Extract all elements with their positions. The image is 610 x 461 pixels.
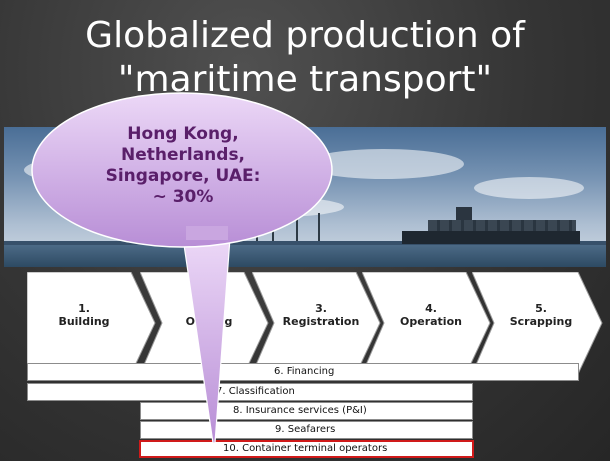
stage-scrapping: 5. Scrapping — [472, 272, 606, 374]
stage-number: 5. — [535, 302, 547, 315]
stage-number: 1. — [78, 302, 90, 315]
callout-line-1: Hong Kong, — [127, 124, 239, 144]
service-label: 9. Seafarers — [275, 424, 336, 435]
stage-label: Registration — [282, 315, 360, 328]
stage-label: Building — [58, 315, 110, 328]
slide-title: Globalized production of "maritime trans… — [0, 14, 610, 102]
stage-label: Operation — [400, 315, 462, 328]
stage-registration: 3. Registration — [252, 272, 382, 374]
title-line-1: Globalized production of — [85, 15, 525, 56]
ship-cargo — [428, 220, 576, 232]
callout-text: Hong Kong, Netherlands, Singapore, UAE: … — [98, 124, 268, 208]
callout-line-2: Netherlands, — [120, 145, 246, 165]
service-classification: 7. Classification — [27, 383, 473, 401]
service-label: 10. Container terminal operators — [223, 443, 388, 454]
ship-bridge — [456, 207, 472, 221]
stage-label: Scrapping — [509, 315, 573, 328]
service-container-terminals: 10. Container terminal operators — [139, 440, 474, 458]
stage-number: 4. — [425, 302, 437, 315]
stage-number: 3. — [315, 302, 327, 315]
container-ship — [402, 231, 580, 244]
service-seafarers: 9. Seafarers — [140, 421, 473, 439]
service-insurance: 8. Insurance services (P&I) — [140, 402, 473, 420]
callout-line-3: Singapore, UAE: — [105, 166, 261, 186]
stage-operation: 4. Operation — [362, 272, 492, 374]
service-label: 7. Classification — [216, 386, 295, 397]
service-label: 8. Insurance services (P&I) — [233, 405, 367, 416]
service-financing: 6. Financing — [27, 363, 579, 381]
service-label: 6. Financing — [274, 366, 335, 377]
callout-line-4: ~ 30% — [152, 187, 214, 207]
stage-building: 1. Building — [27, 272, 157, 374]
